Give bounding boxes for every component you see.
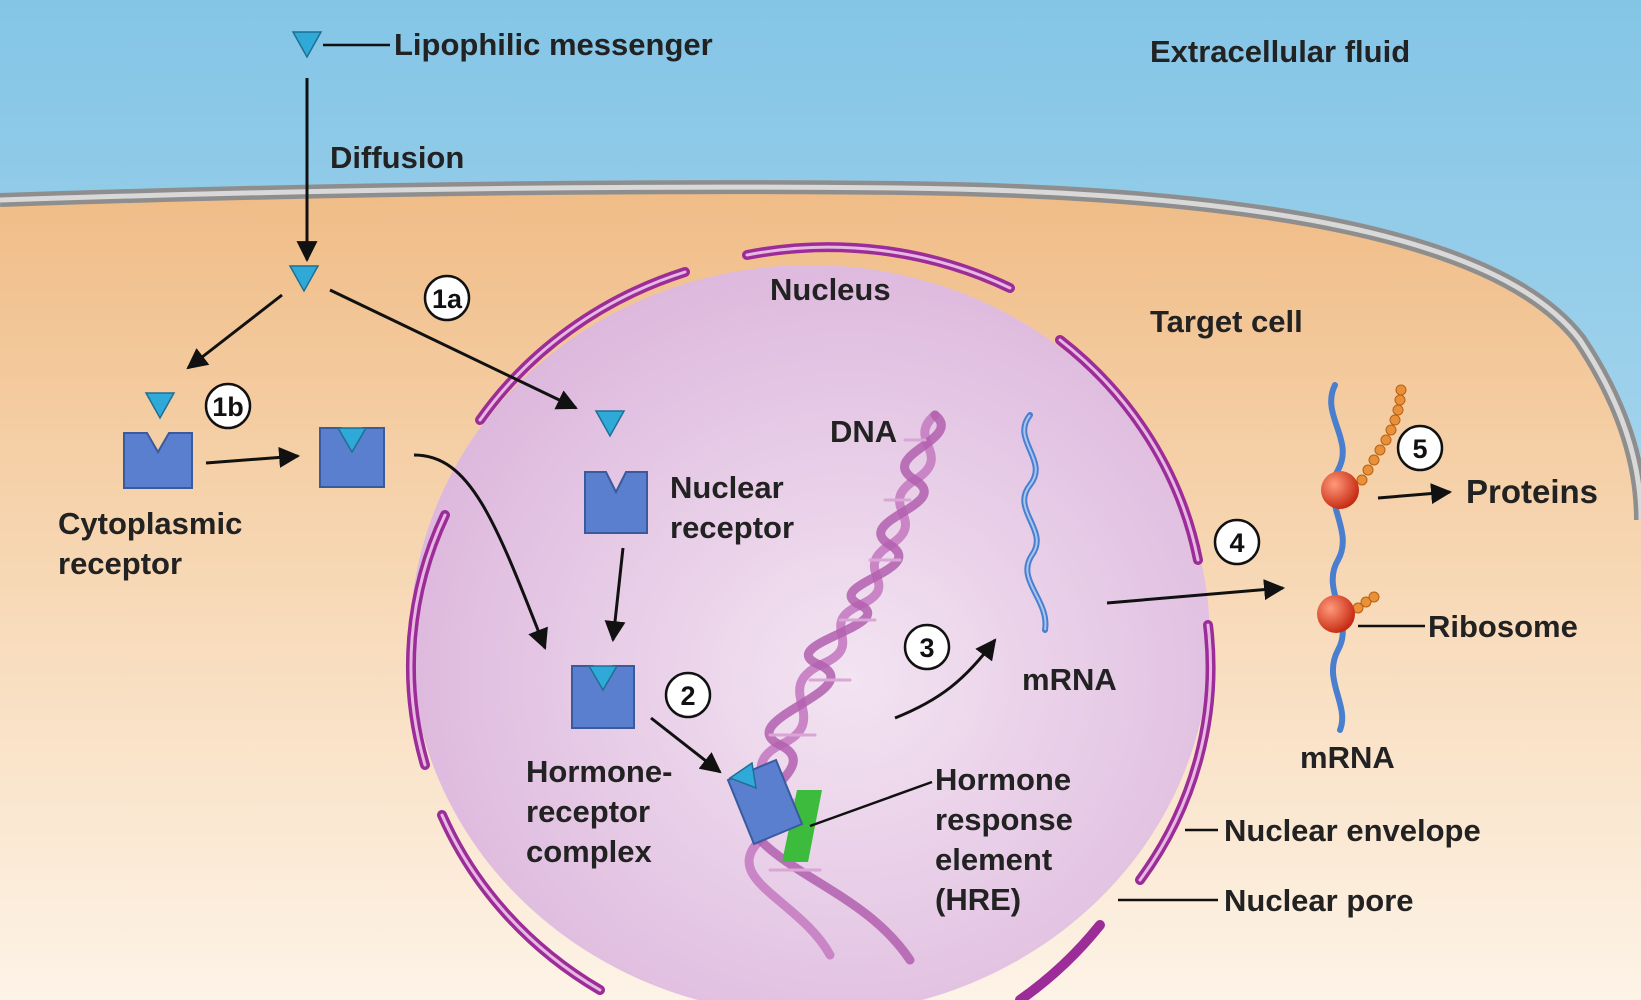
label-nucleus: Nucleus [770,272,891,307]
arrow-export [1106,579,1286,605]
label-cytoplasmic-receptor: Cytoplasmic receptor [58,506,251,581]
protein-chain [1352,384,1407,614]
ribosome-upper [1321,471,1359,509]
hormone-diffused [288,265,320,293]
arrow-1a [329,288,578,410]
hre-segment [782,790,822,862]
step-3: 3 [903,623,951,671]
labels: Lipophilic messenger Extracellular fluid… [58,27,1598,918]
label-ribosome: Ribosome [1428,609,1578,644]
nuclear-receptor [584,471,648,534]
arrows [186,78,1453,774]
label-hormone-receptor-complex: Hormone- receptor complex [526,754,681,869]
label-nuclear-envelope: Nuclear envelope [1224,813,1481,848]
label-dna: DNA [830,414,897,449]
svg-text:1b: 1b [212,392,244,422]
nucleus-interior [410,265,1210,1000]
arrow-cyto-to-nucleus [413,453,548,650]
step-1a: 1a [423,274,471,322]
label-mrna-nucleus: mRNA [1022,662,1117,697]
label-proteins: Proteins [1466,473,1598,510]
svg-text:2: 2 [680,681,695,711]
hormone-messenger-top [291,31,323,59]
arrow-nuclear-to-complex [604,547,626,643]
step-1b: 1b [204,382,252,430]
ribosome-lower [1317,595,1355,633]
svg-text:4: 4 [1229,528,1244,558]
label-nuclear-receptor: Nuclear receptor [670,470,794,545]
step-4: 4 [1213,518,1261,566]
hormone-molecules [144,31,626,438]
step-markers: 1a 1b 2 3 4 5 [204,274,1444,719]
hormone-free-cytoplasmic [144,392,176,420]
nucleus [405,242,1216,1000]
arrow-complex-to-hre [650,716,722,774]
label-nuclear-pore: Nuclear pore [1224,883,1414,918]
hormone-free-nuclear [594,410,626,438]
step-2: 2 [664,671,712,719]
arrow-1b [186,293,283,370]
cytoplasmic-receptor [123,432,193,489]
svg-text:1a: 1a [432,284,463,314]
label-lipophilic-messenger: Lipophilic messenger [394,27,713,62]
bound-hormones [336,427,757,790]
arrow-receptor-binding [205,446,301,468]
arrow-transcription [894,638,997,720]
svg-text:5: 5 [1412,434,1427,464]
label-mrna-cytoplasm: mRNA [1300,740,1395,775]
arrow-translation [1377,483,1453,505]
label-diffusion: Diffusion [330,140,464,175]
label-target-cell: Target cell [1150,304,1303,339]
svg-text:3: 3 [919,633,934,663]
label-hre: Hormone response element (HRE) [935,762,1081,917]
mrna-strand-cytoplasm [1328,382,1346,733]
step-5: 5 [1396,424,1444,472]
label-extracellular-fluid: Extracellular fluid [1150,34,1410,69]
leader-lines [323,43,1425,902]
